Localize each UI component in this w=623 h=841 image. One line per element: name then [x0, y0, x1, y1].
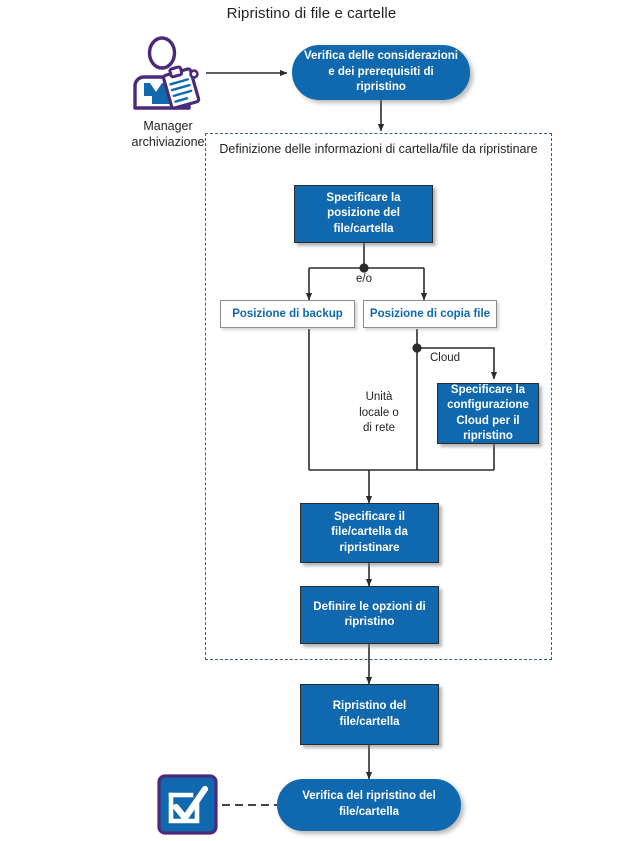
node-posizione-copia-file[interactable]: Posizione di copia file [363, 300, 497, 328]
node-label: Posizione di copia file [369, 307, 491, 320]
node-verifica-ripristino[interactable]: Verifica del ripristino del file/cartell… [277, 779, 461, 831]
actor-label: Manager archiviazione [131, 119, 205, 150]
node-label: Specificare il file/cartella da ripristi… [331, 511, 408, 554]
node-label: Verifica delle considerazioni e dei prer… [303, 50, 459, 94]
node-label: Ripristino del file/cartella [332, 700, 407, 728]
node-ripristino-file-cartella[interactable]: Ripristino del file/cartella [300, 684, 439, 745]
node-label: Definire le opzioni di ripristino [313, 600, 426, 628]
checkbox-check-icon [156, 773, 222, 836]
node-label: Specificare la configurazione Cloud per … [447, 384, 529, 442]
region-title: Definizione delle informazioni di cartel… [219, 142, 538, 156]
region-definizione-informazioni [205, 133, 552, 660]
node-label: Specificare la posizione del file/cartel… [326, 192, 401, 235]
edge-label-unita-locale-rete: Unità locale o di rete [359, 391, 399, 435]
node-label: Posizione di backup [232, 307, 343, 320]
node-posizione-backup[interactable]: Posizione di backup [220, 300, 355, 328]
node-configurazione-cloud[interactable]: Specificare la configurazione Cloud per … [437, 383, 539, 444]
page-title: Ripristino di file e cartelle [226, 5, 397, 22]
edge-label-e-o: e/o [356, 273, 372, 285]
edge-label-cloud: Cloud [430, 352, 461, 364]
node-label: Verifica del ripristino del file/cartell… [302, 790, 436, 818]
node-specificare-file-cartella[interactable]: Specificare il file/cartella da ripristi… [300, 503, 439, 563]
node-verifica-prerequisiti[interactable]: Verifica delle considerazioni e dei prer… [292, 45, 470, 100]
node-definire-opzioni[interactable]: Definire le opzioni di ripristino [300, 586, 439, 644]
manager-archiviazione-icon [128, 36, 208, 114]
node-specificare-posizione[interactable]: Specificare la posizione del file/cartel… [294, 185, 433, 243]
